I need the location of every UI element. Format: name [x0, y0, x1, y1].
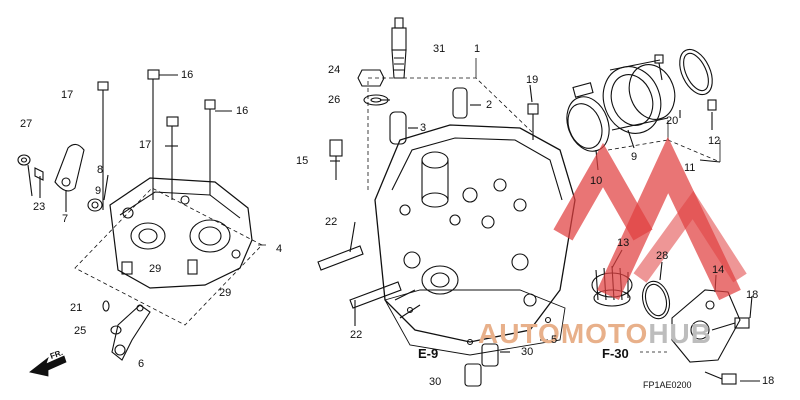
callout-2: 2	[486, 99, 493, 111]
callout-18-bottom: 18	[762, 375, 775, 387]
front-arrow-icon	[29, 355, 67, 377]
callout-18-top: 18	[746, 289, 759, 301]
callout-11: 11	[684, 162, 696, 174]
callout-22-b: 22	[350, 329, 363, 341]
cylinder-head	[374, 124, 576, 343]
callout-4: 4	[276, 243, 283, 255]
callout-20: 20	[666, 115, 679, 127]
intake-joint	[602, 59, 676, 134]
callout-5: 5	[551, 334, 558, 346]
watermark-text-b: HUB	[648, 318, 712, 349]
callout-30-b: 30	[429, 376, 442, 388]
camshaft-holder	[109, 177, 253, 289]
callout-21: 21	[70, 302, 83, 314]
callout-31: 31	[433, 43, 446, 55]
callout-17-mid: 17	[139, 139, 152, 151]
callout-16-right: 16	[236, 105, 249, 117]
spark-plug	[391, 17, 407, 79]
callout-17-top: 17	[61, 89, 74, 101]
callout-19: 19	[526, 74, 539, 86]
bolts-16-17	[97, 69, 216, 210]
callout-23: 23	[33, 201, 46, 213]
callout-7: 7	[62, 213, 69, 225]
callout-15: 15	[296, 155, 309, 167]
callout-26: 26	[328, 94, 341, 106]
callout-13: 13	[617, 237, 630, 249]
callout-12: 12	[708, 135, 721, 147]
callout-1: 1	[474, 43, 481, 55]
callout-22-a: 22	[325, 216, 338, 228]
callout-30-a: 30	[521, 346, 534, 358]
callout-14: 14	[712, 264, 725, 276]
diagram-code: FP1AE0200	[643, 380, 692, 390]
watermark-text: AUTOMOTOHUB	[478, 318, 712, 350]
callout-25: 25	[74, 325, 87, 337]
watermark-text-a: AUTOMOTO	[478, 318, 649, 349]
callout-27: 27	[20, 118, 33, 130]
rocker-arm	[54, 143, 85, 192]
ref-e9: E-9	[418, 346, 439, 361]
ref-f30: F-30	[602, 346, 629, 361]
callout-10: 10	[590, 175, 603, 187]
callout-29-a: 29	[149, 263, 162, 275]
callout-24: 24	[328, 64, 341, 76]
callout-29-b: 29	[219, 287, 232, 299]
callout-9-right: 9	[631, 151, 638, 163]
callout-16-top: 16	[181, 69, 194, 81]
callout-28: 28	[656, 250, 669, 262]
callout-9-left: 9	[95, 185, 102, 197]
callout-3: 3	[420, 122, 427, 134]
watermark-logo-icon	[553, 136, 747, 301]
decomp-arm	[111, 304, 151, 361]
callout-6: 6	[138, 358, 145, 370]
callout-8: 8	[97, 164, 104, 176]
